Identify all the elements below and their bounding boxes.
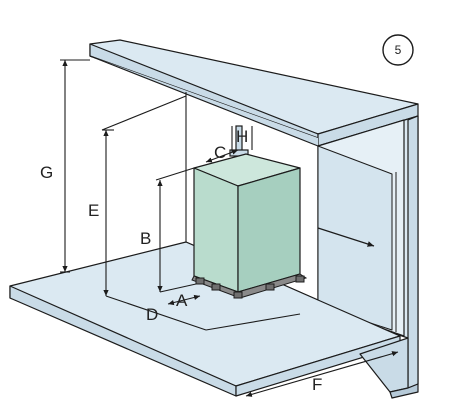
label-f: F	[312, 375, 322, 394]
label-g: G	[40, 163, 53, 182]
pallet	[191, 273, 308, 299]
direction-arrow	[317, 227, 375, 247]
dimension-lines	[60, 59, 399, 397]
crate	[193, 153, 301, 293]
step-badge: 5	[382, 34, 414, 66]
label-c: C	[214, 143, 226, 162]
label-d: D	[146, 305, 158, 324]
step-number: 5	[395, 43, 402, 57]
ceiling-slab	[89, 39, 419, 147]
label-e: E	[88, 201, 99, 220]
label-h: H	[236, 127, 248, 146]
label-b: B	[140, 229, 151, 248]
label-a: A	[176, 291, 188, 310]
